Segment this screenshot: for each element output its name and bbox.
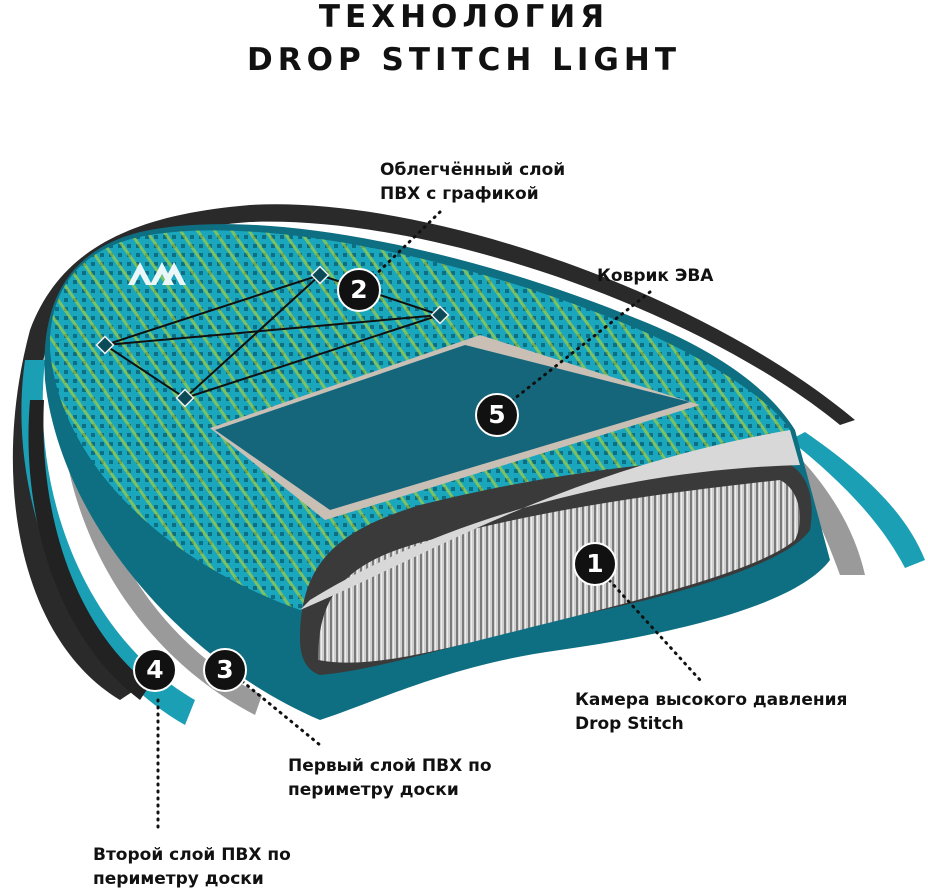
callout-label-4-line-1: Второй слой ПВХ по [93, 845, 291, 865]
callout-label-3-line-1: Первый слой ПВХ по [288, 756, 492, 776]
callout-label-5: Коврик ЭВА [597, 264, 713, 288]
layer-4-teal-rail [21, 360, 195, 725]
title-line-2: DROP STITCH LIGHT [247, 42, 681, 78]
callout-badge-4: 4 [133, 648, 177, 692]
callout-badge-1: 1 [573, 542, 617, 586]
callout-label-5-line-1: Коврик ЭВА [597, 266, 714, 286]
title-line-1: ТЕХНОЛОГИЯ [318, 0, 610, 35]
callout-label-1-line-2: Drop Stitch [575, 714, 684, 734]
brand-logo-icon [128, 262, 186, 285]
callout-label-1: Камера высокого давления Drop Stitch [575, 688, 847, 736]
callout-label-2-line-2: ПВХ с графикой [380, 184, 539, 204]
callout-badge-3: 3 [203, 648, 247, 692]
callout-label-2-line-1: Облегчённый слой [380, 160, 566, 180]
callout-label-1-line-1: Камера высокого давления [575, 690, 848, 710]
drop-stitch-core [300, 430, 812, 675]
callout-badge-5: 5 [475, 393, 519, 437]
callout-label-2: Облегчённый слой ПВХ с графикой [380, 158, 565, 206]
callout-label-4-line-2: периметру доски [93, 869, 264, 889]
layer-teal-rail-right [790, 432, 925, 568]
callout-badge-2: 2 [337, 268, 381, 312]
callout-label-4: Второй слой ПВХ по периметру доски [93, 843, 291, 891]
eva-pad [210, 335, 700, 520]
bungee-anchors [95, 265, 450, 408]
callout-label-3-line-2: периметру доски [288, 780, 459, 800]
callout-label-3: Первый слой ПВХ по периметру доски [288, 754, 492, 802]
